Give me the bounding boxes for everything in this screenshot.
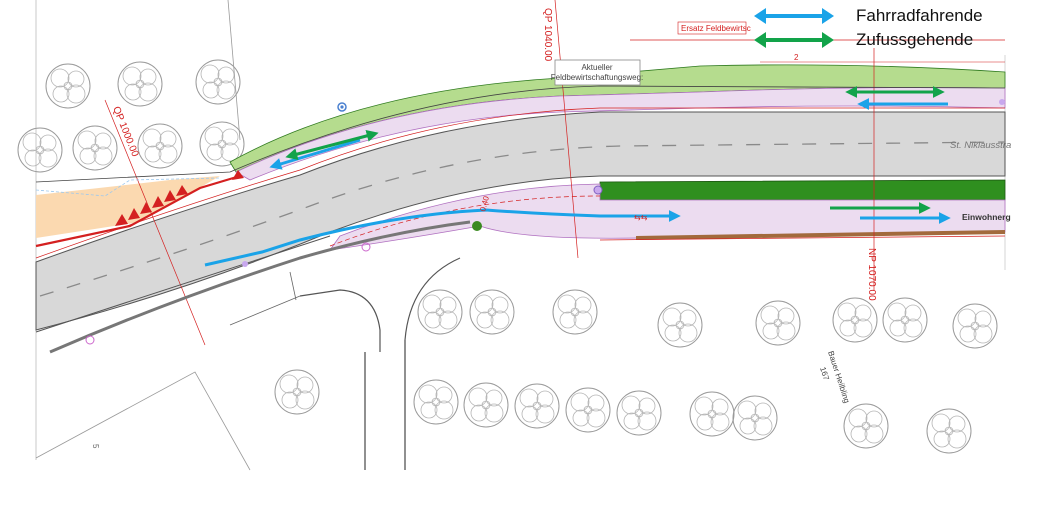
point-marker [242, 261, 248, 267]
tree-symbol [732, 395, 778, 441]
station-label-qp1040: QP 1040.00 [542, 8, 553, 62]
point-marker [85, 335, 95, 345]
tree-symbol [565, 387, 611, 433]
road-edge-lower [35, 235, 331, 333]
point-marker [999, 99, 1005, 105]
tree-symbol [689, 391, 735, 437]
road-name-label: St. Niklausstra [950, 140, 1011, 151]
curb-lower [49, 220, 471, 354]
road-marking-text: ⇆⇆ [634, 213, 648, 222]
street-name-label: Einwohnerg [962, 212, 1011, 222]
callout-line-1: Aktueller [581, 63, 612, 72]
road-surface [35, 111, 1006, 331]
tree-symbol [463, 382, 509, 428]
tree-symbol [832, 297, 878, 343]
callout-box [554, 59, 641, 86]
orange-area [36, 176, 220, 238]
tree-pit-marker [472, 221, 482, 231]
road-marking-text: 0.40 [478, 195, 491, 213]
legend: Fahrradfahrende Zufussgehende [752, 2, 1012, 54]
double-arrow-icon [754, 32, 834, 48]
point-marker [340, 105, 344, 109]
tree-symbol [417, 289, 463, 335]
tree-symbol [552, 289, 598, 335]
point-marker [593, 185, 603, 195]
tree-symbol [137, 123, 183, 169]
pedestrian-route [285, 86, 945, 214]
tree-symbol [413, 379, 459, 425]
station-label-np1070: NP 1070.00 [866, 248, 877, 301]
tree-symbol [755, 300, 801, 346]
brown-edge [636, 230, 1005, 240]
callout-line-2: Feldbewirtschaftungsweg: [551, 73, 644, 82]
tree-symbol [17, 127, 63, 173]
small-number-label: 2 [794, 53, 799, 62]
tree-symbol [952, 303, 998, 349]
tree-symbol [72, 125, 118, 171]
tree-symbol [926, 408, 972, 454]
legend-label-pedestrian: Zufussgehende [856, 30, 974, 49]
tree-symbol [616, 390, 662, 436]
tree-symbol [117, 61, 163, 107]
tree-symbol [657, 302, 703, 348]
double-arrow-icon [754, 8, 834, 24]
red-hatch [115, 170, 244, 226]
green-strip-lower [599, 179, 1006, 201]
top-note-box [677, 21, 747, 35]
tree-symbol [469, 289, 515, 335]
tree-symbol [843, 403, 889, 449]
road-centerline [39, 141, 1006, 297]
lower-label-2: 167 [818, 366, 831, 382]
tree-symbol [45, 63, 91, 109]
tree-symbol [882, 297, 928, 343]
top-note-label: Ersatz Feldbewirtsc [681, 24, 751, 33]
parcel-lines [35, 0, 461, 471]
road-edge-upper [35, 85, 1006, 183]
tree-symbol [514, 383, 560, 429]
small-number-label: 5 [91, 444, 100, 449]
legend-label-bike: Fahrradfahrende [856, 6, 983, 25]
tree-symbol [274, 369, 320, 415]
point-marker [361, 242, 371, 252]
